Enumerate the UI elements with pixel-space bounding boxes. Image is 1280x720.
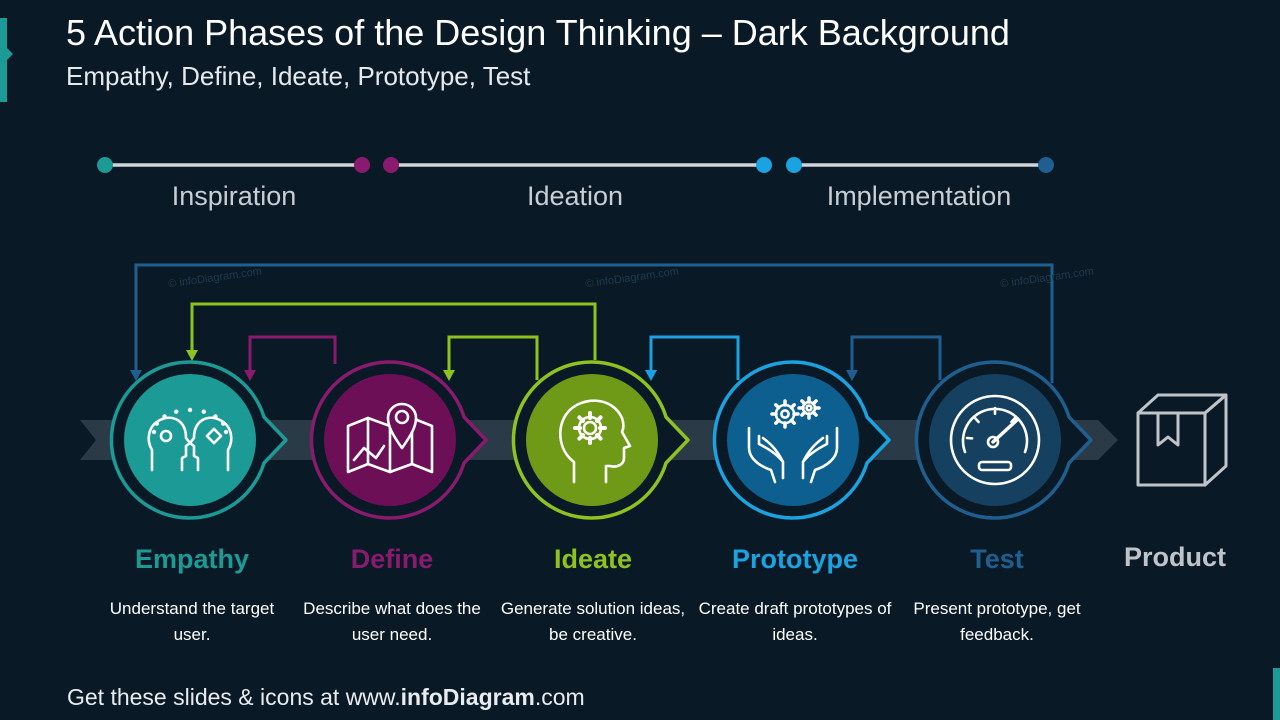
box-icon (1136, 393, 1228, 487)
phase-circles (109, 360, 1093, 520)
stage-start-dot (383, 157, 399, 173)
feedback-loops (130, 263, 1054, 383)
phase-title-define: Define (350, 544, 434, 574)
product-label: Product (1123, 542, 1226, 572)
phase-description-prototype: Create draft prototypes of ideas. (698, 599, 892, 644)
stage-label-ideation: Ideation (526, 181, 624, 211)
phase-title-prototype: Prototype (731, 544, 858, 574)
phase-description-test: Present prototype, get feedback. (913, 599, 1081, 644)
loop-test-to-empathy (130, 263, 1054, 383)
footer-prefix: Get these slides & icons at www. (67, 684, 401, 710)
stage-line-ideation (383, 157, 772, 173)
loop-ideate-to-empathy (186, 302, 597, 361)
phase-circle-prototype (712, 360, 891, 520)
stage-end-dot (354, 157, 370, 173)
stage-start-dot (786, 157, 802, 173)
phase-description-ideate: Generate solution ideas, be creative. (500, 599, 686, 644)
two-heads-empathy-icon (147, 407, 233, 472)
footer-brand: infoDiagram (400, 684, 535, 710)
loop-prototype-to-ideate (645, 335, 740, 381)
loop-ideate-to-define (443, 335, 539, 381)
stage-end-dot (756, 157, 772, 173)
phase-circle-define (309, 360, 488, 520)
corner-accent-bar (1273, 668, 1280, 720)
loop-test-to-prototype (846, 335, 942, 381)
phase-title-test: Test (970, 544, 1024, 574)
phase-description-empathy: Understand the target user. (109, 599, 275, 644)
phase-circle-test (914, 360, 1093, 520)
speedometer-icon (949, 394, 1041, 486)
page-title: 5 Action Phases of the Design Thinking –… (66, 12, 1010, 53)
left-accent-notch (7, 48, 13, 60)
stage-start-dot (97, 157, 113, 173)
stage-label-inspiration: Inspiration (171, 181, 297, 211)
left-accent-bar (0, 18, 7, 102)
hands-gears-icon (747, 396, 839, 484)
map-pin-icon (346, 402, 434, 474)
stage-end-dot (1038, 157, 1054, 173)
phase-circle-ideate (511, 360, 690, 520)
stage-label-implementation: Implementation (826, 181, 1012, 211)
stage-timeline (97, 157, 1054, 173)
phase-title-empathy: Empathy (134, 544, 250, 574)
phase-title-ideate: Ideate (553, 544, 633, 574)
phase-circle-empathy (109, 360, 288, 520)
phase-description-define: Describe what does the user need. (303, 599, 481, 644)
head-gear-icon (559, 399, 632, 484)
footer-credit: Get these slides & icons at www.infoDiag… (67, 684, 585, 711)
page-subtitle: Empathy, Define, Ideate, Prototype, Test (66, 61, 531, 91)
footer-suffix: .com (534, 684, 585, 710)
stage-line-implementation (786, 157, 1054, 173)
loop-define-to-empathy (244, 335, 337, 381)
stage-line-inspiration (97, 157, 370, 173)
